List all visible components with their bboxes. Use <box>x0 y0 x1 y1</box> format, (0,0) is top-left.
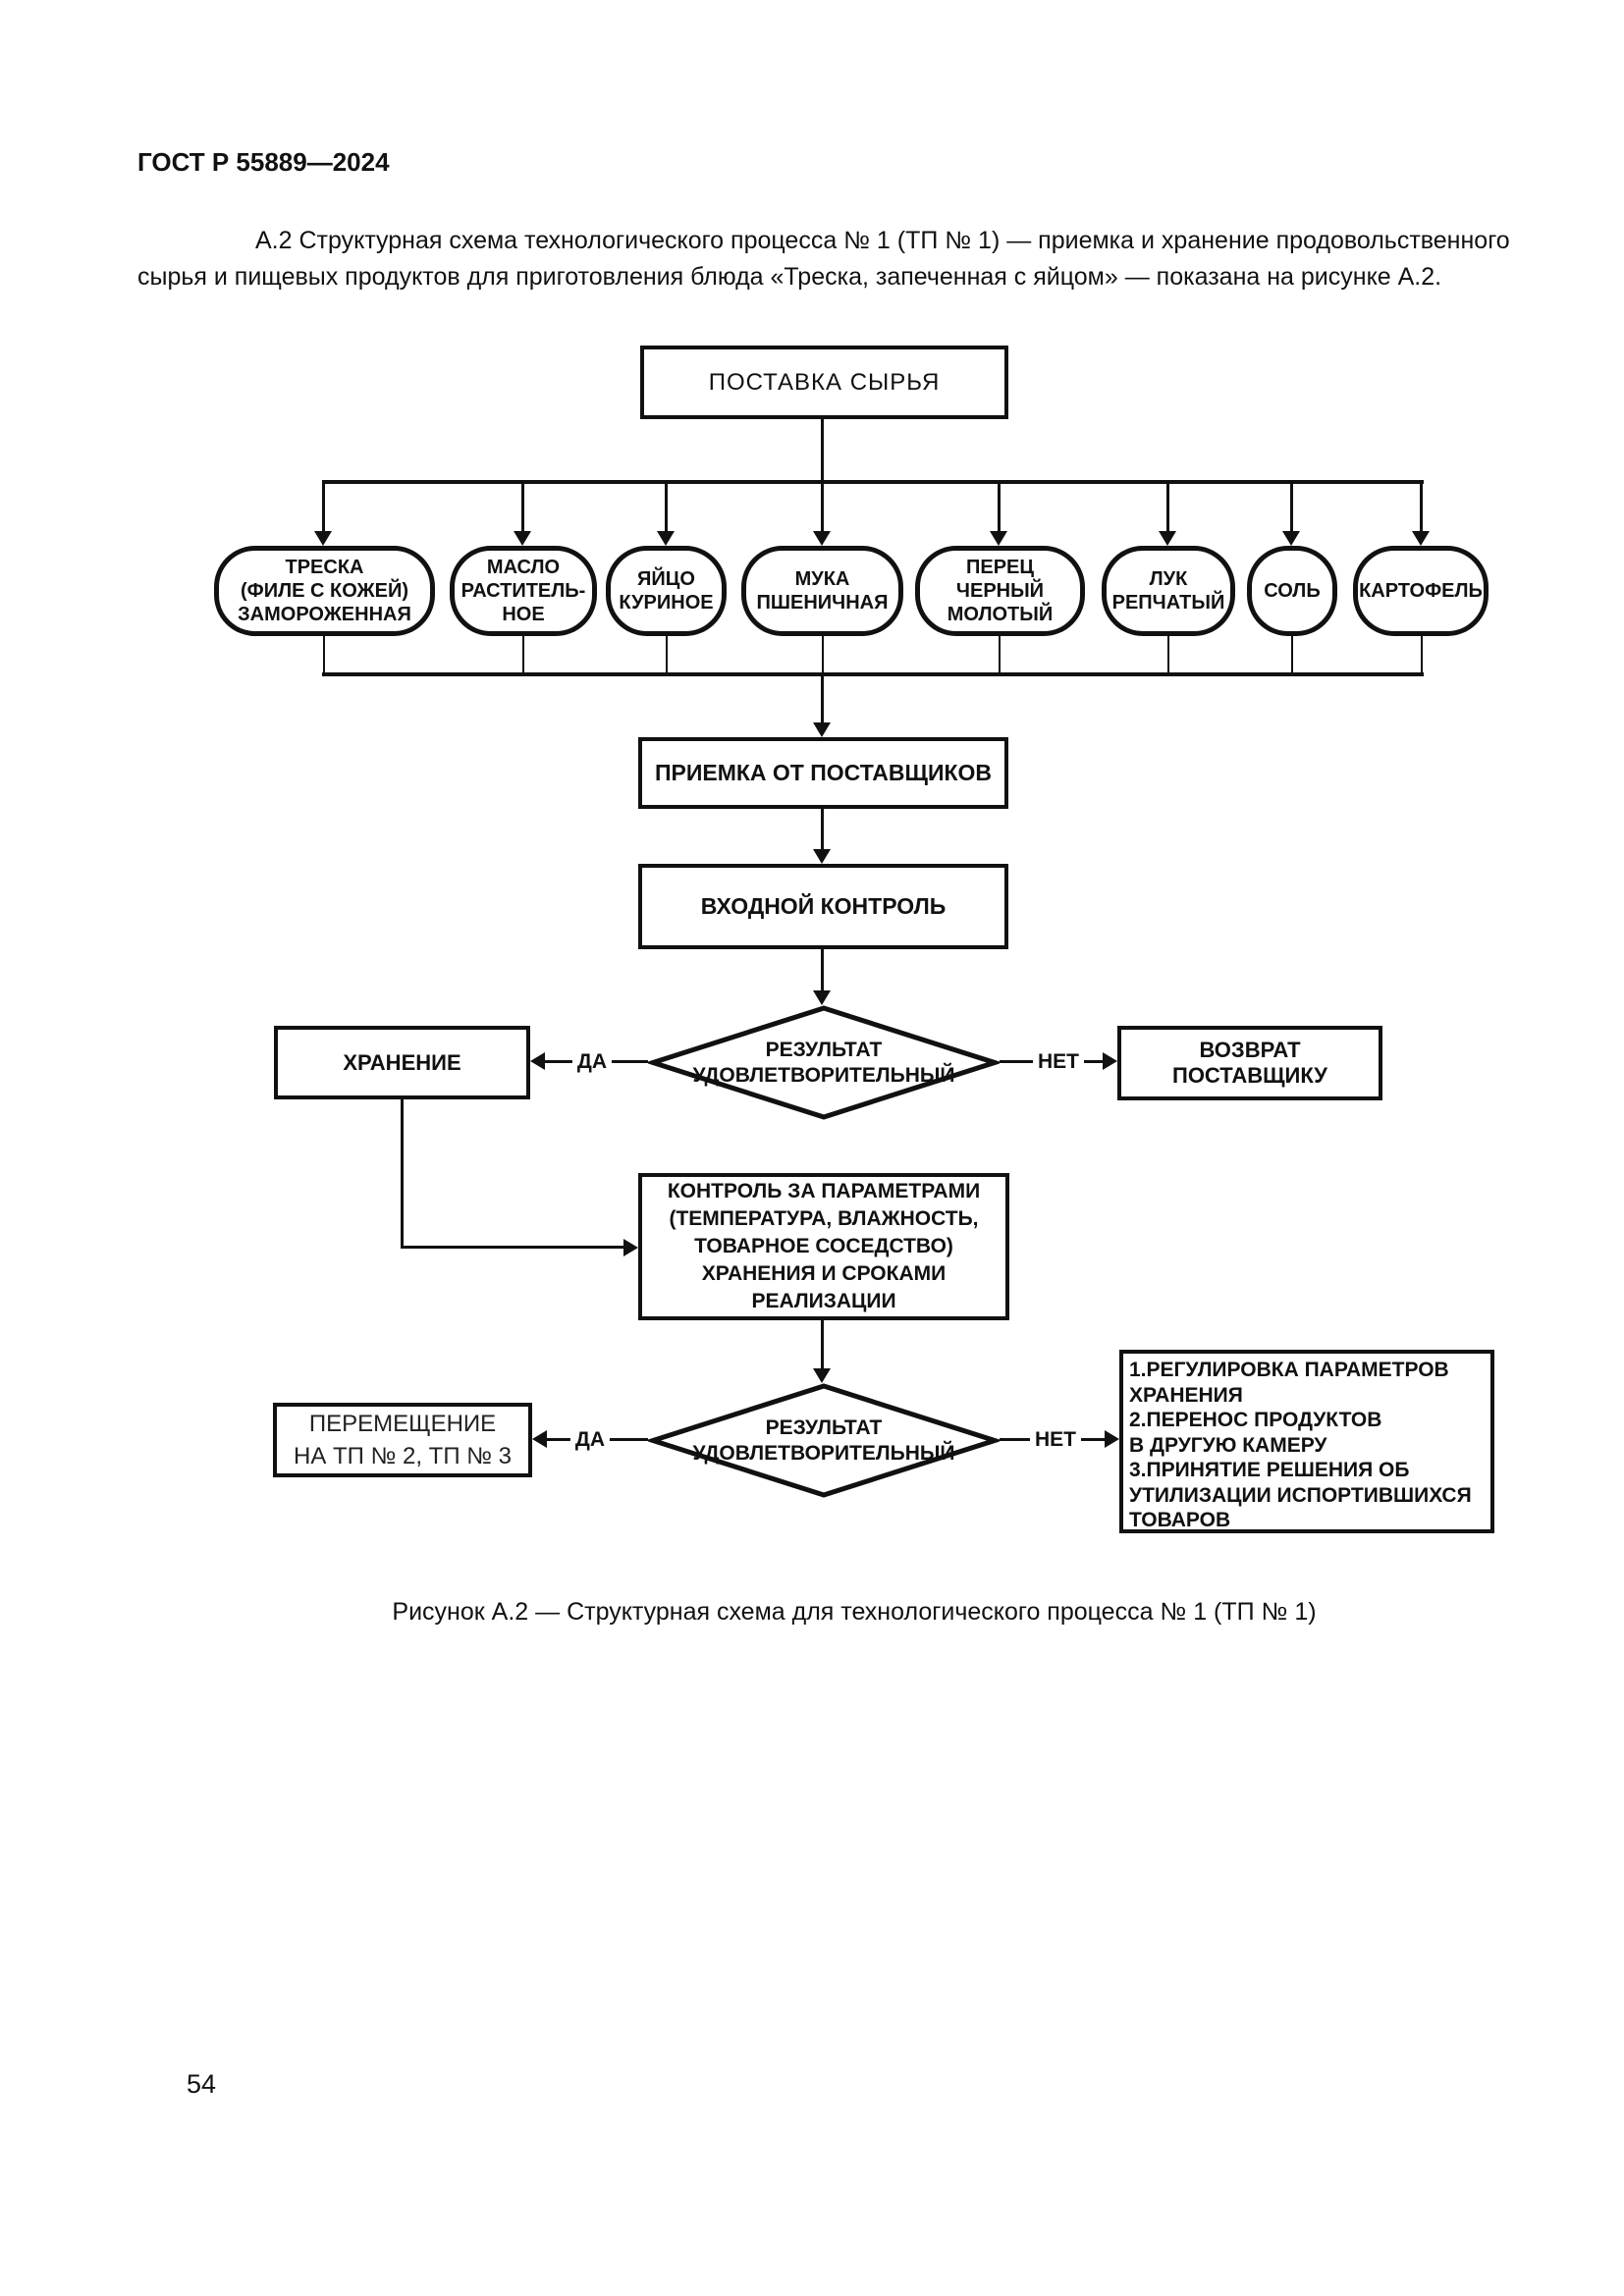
connector-line <box>999 636 1001 675</box>
arrow-down <box>1282 531 1300 546</box>
connector-line <box>1420 480 1423 532</box>
connector-line <box>521 480 524 532</box>
page-number: 54 <box>187 2069 217 2099</box>
ingredient-oval-perets: ПЕРЕЦ ЧЕРНЫЙ МОЛОТЫЙ <box>915 546 1085 636</box>
arrow-down <box>813 990 831 1005</box>
ingredient-oval-maslo: МАСЛО РАСТИТЕЛЬ- НОЕ <box>450 546 597 636</box>
arrow-down <box>813 722 831 737</box>
arrow-down <box>514 531 531 546</box>
ingredient-oval-luk: ЛУК РЕПЧАТЫЙ <box>1102 546 1235 636</box>
arrow-right <box>1103 1052 1117 1070</box>
intro-paragraph-line2: сырья и пищевых продуктов для приготовле… <box>137 263 1442 291</box>
gathering-bus-line <box>322 672 1424 676</box>
supply-box: ПОСТАВКА СЫРЬЯ <box>640 346 1008 419</box>
connector-line <box>1421 636 1423 675</box>
arrow-down <box>813 1368 831 1383</box>
connector-line <box>323 636 325 675</box>
arrow-down <box>657 531 675 546</box>
connector-line <box>1166 480 1169 532</box>
connector-line <box>665 480 668 532</box>
distribution-bus-line <box>322 480 1424 484</box>
decision2-no-label: НЕТ <box>1030 1428 1081 1452</box>
connector-line <box>401 1246 624 1249</box>
connector-line <box>322 480 325 532</box>
decision1-question: РЕЗУЛЬТАТ УДОВЛЕТВОРИТЕЛЬНЫЙ <box>692 1038 955 1087</box>
decision1-no-label: НЕТ <box>1033 1050 1084 1074</box>
diamond-shape <box>648 1383 1000 1498</box>
arrow-down <box>813 849 831 864</box>
connector-line <box>1291 636 1293 675</box>
connector-line <box>821 949 824 991</box>
move-to-next-box: ПЕРЕМЕЩЕНИЕ НА ТП № 2, ТП № 3 <box>273 1403 532 1477</box>
connector-line <box>821 1320 824 1370</box>
decision2-question: РЕЗУЛЬТАТ УДОВЛЕТВОРИТЕЛЬНЫЙ <box>692 1415 955 1465</box>
ingredient-oval-kartofel: КАРТОФЕЛЬ <box>1353 546 1489 636</box>
arrow-down <box>813 531 831 546</box>
connector-line <box>822 636 824 675</box>
connector-line <box>998 480 1001 532</box>
connector-line <box>1167 636 1169 675</box>
ingredient-oval-treska: ТРЕСКА (ФИЛЕ С КОЖЕЙ) ЗАМОРОЖЕННАЯ <box>214 546 435 636</box>
arrow-down <box>990 531 1007 546</box>
arrow-left <box>530 1052 545 1070</box>
decision2-yes-label: ДА <box>569 1428 611 1452</box>
decision2-diamond: РЕЗУЛЬТАТ УДОВЛЕТВОРИТЕЛЬНЫЙ <box>648 1383 1000 1498</box>
storage-box: ХРАНЕНИЕ <box>274 1026 530 1099</box>
arrow-down <box>1159 531 1176 546</box>
arrow-down <box>314 531 332 546</box>
connector-line <box>666 636 668 675</box>
parameters-control-box: КОНТРОЛЬ ЗА ПАРАМЕТРАМИ (ТЕМПЕРАТУРА, ВЛ… <box>638 1173 1009 1320</box>
figure-caption: Рисунок А.2 — Структурная схема для техн… <box>392 1598 1317 1626</box>
standard-code-header: ГОСТ Р 55889—2024 <box>137 147 390 177</box>
input-control-box: ВХОДНОЙ КОНТРОЛЬ <box>638 864 1008 949</box>
corrective-actions-box: 1.РЕГУЛИРОВКА ПАРАМЕТРОВ ХРАНЕНИЯ 2.ПЕРЕ… <box>1119 1350 1494 1533</box>
connector-line <box>821 419 824 481</box>
arrow-down <box>1412 531 1430 546</box>
diamond-shape <box>648 1005 1000 1120</box>
return-to-supplier-box: ВОЗВРАТ ПОСТАВЩИКУ <box>1117 1026 1382 1100</box>
decision1-diamond: РЕЗУЛЬТАТ УДОВЛЕТВОРИТЕЛЬНЫЙ <box>648 1005 1000 1120</box>
intro-paragraph-line1: А.2 Структурная схема технологического п… <box>255 227 1510 254</box>
connector-line <box>821 480 824 532</box>
decision1-yes-label: ДА <box>571 1050 613 1074</box>
connector-line <box>1290 480 1293 532</box>
connector-line <box>401 1099 404 1249</box>
arrow-right <box>623 1239 638 1256</box>
connector-line <box>522 636 524 675</box>
arrow-right <box>1105 1430 1119 1448</box>
ingredient-oval-muka: МУКА ПШЕНИЧНАЯ <box>741 546 903 636</box>
connector-line <box>821 809 824 850</box>
ingredient-oval-sol: СОЛЬ <box>1247 546 1337 636</box>
connector-line <box>821 676 824 723</box>
ingredient-oval-yaytso: ЯЙЦО КУРИНОЕ <box>606 546 727 636</box>
arrow-left <box>532 1430 547 1448</box>
receiving-box: ПРИЕМКА ОТ ПОСТАВЩИКОВ <box>638 737 1008 809</box>
